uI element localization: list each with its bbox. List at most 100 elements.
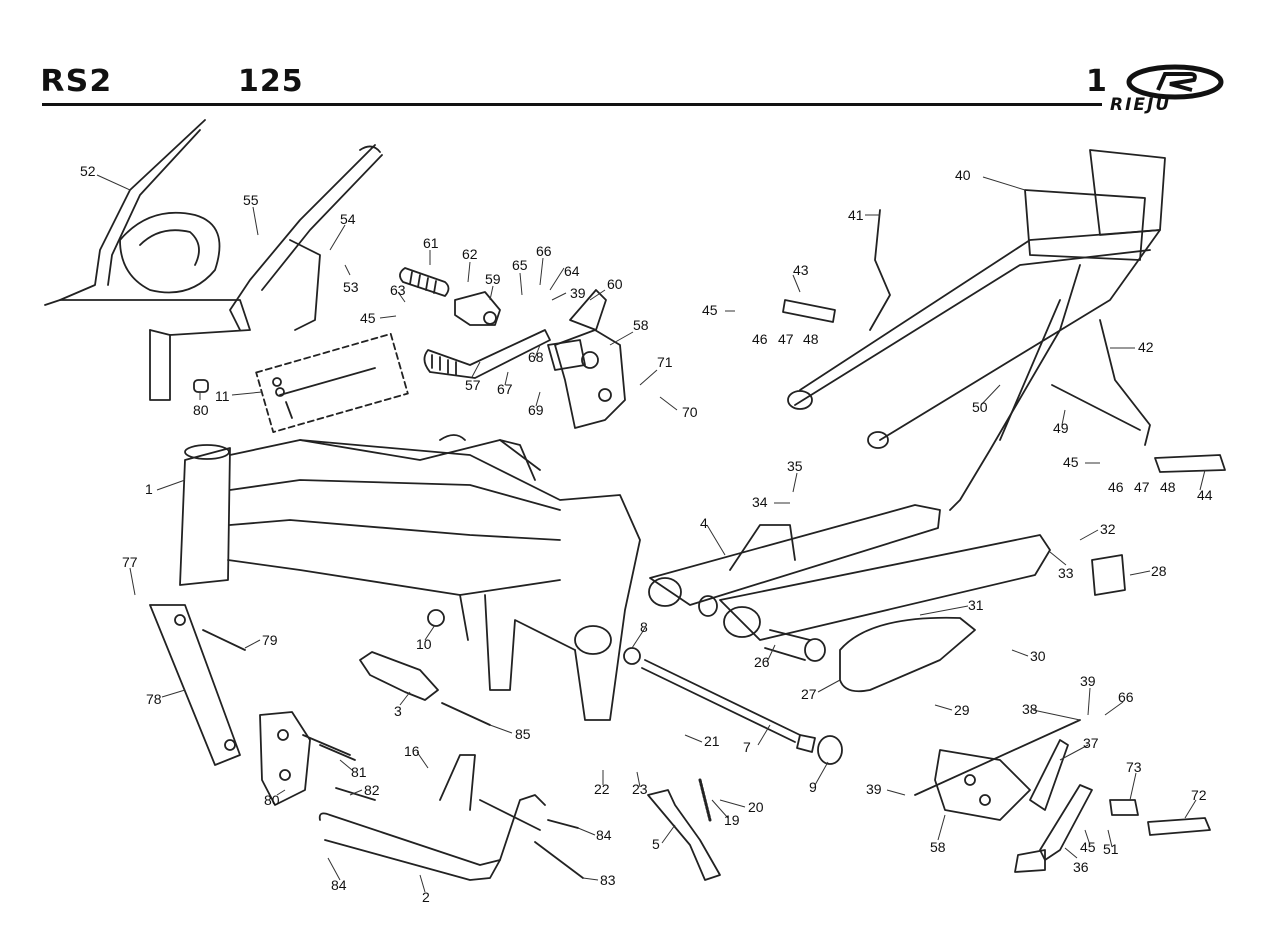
callout: 49	[1053, 420, 1069, 436]
callout: 52	[80, 163, 96, 179]
callout: 68	[528, 349, 544, 365]
part-11-cable-guide	[255, 333, 409, 433]
callout: 38	[1022, 701, 1038, 717]
part-4-swingarm	[648, 504, 1051, 641]
callout: 34	[752, 494, 768, 510]
part-85-bolt	[441, 702, 491, 726]
part-9-cap	[817, 735, 843, 765]
part-83-bolt	[534, 841, 584, 879]
callout: 59	[485, 271, 501, 287]
part-84-bolt	[547, 819, 579, 829]
callout: 84	[331, 877, 347, 893]
part-2-main-stand	[318, 754, 546, 881]
callout: 5	[652, 836, 660, 852]
part-1-main-frame	[179, 434, 641, 721]
callout: 29	[954, 702, 970, 718]
part-26-bushings	[698, 595, 826, 662]
callout: 40	[955, 167, 971, 183]
part-61-footrest-rubber	[399, 267, 450, 297]
callout: 39	[1080, 673, 1096, 689]
callout: 4	[700, 515, 708, 531]
page-header: RS2 125 1 RIEJU	[0, 0, 1280, 120]
callout: 63	[390, 282, 406, 298]
part-68-brake-cylinder	[547, 339, 586, 371]
part-27-chain-guard	[839, 616, 976, 693]
callout: 21	[704, 733, 720, 749]
callout: 32	[1100, 521, 1116, 537]
part-10-bushing	[427, 609, 445, 627]
part-37-heel-guard	[1029, 739, 1069, 811]
callout-labels: 52 55 54 53 80 11 61 62 59 65 66 64 39 6…	[80, 163, 1213, 905]
callout: 42	[1138, 339, 1154, 355]
callout: 37	[1083, 735, 1099, 751]
callout: 69	[528, 402, 544, 418]
callout: 31	[968, 597, 984, 613]
callout: 46	[752, 331, 768, 347]
callout: 9	[809, 779, 817, 795]
part-43-footrest	[782, 299, 836, 323]
callout: 20	[748, 799, 764, 815]
callout: 48	[1160, 479, 1176, 495]
part-20-spring	[698, 778, 712, 822]
callout: 67	[497, 381, 513, 397]
callout: 43	[793, 262, 809, 278]
callout: 57	[465, 377, 481, 393]
callout: 28	[1151, 563, 1167, 579]
callout: 36	[1073, 859, 1089, 875]
part-38-rod	[914, 719, 1081, 796]
callout: 85	[515, 726, 531, 742]
callout: 71	[657, 354, 673, 370]
callout: 64	[564, 263, 580, 279]
callout: 58	[633, 317, 649, 333]
model-name: RS2	[40, 64, 113, 99]
callout: 19	[724, 812, 740, 828]
part-79-bolt	[202, 629, 246, 651]
part-59-footrest-bracket	[454, 291, 501, 326]
part-82-bolt	[335, 787, 376, 801]
callout: 55	[243, 192, 259, 208]
callout: 46	[1108, 479, 1124, 495]
callout: 80	[193, 402, 209, 418]
callout: 45	[1080, 839, 1096, 855]
callout: 35	[787, 458, 803, 474]
part-81-bolts	[302, 734, 356, 761]
callout: 27	[801, 686, 817, 702]
leader-lines	[96, 174, 1206, 893]
callout: 60	[607, 276, 623, 292]
callout: 83	[600, 872, 616, 888]
callout: 70	[682, 404, 698, 420]
callout: 30	[1030, 648, 1046, 664]
callout: 53	[343, 279, 359, 295]
part-36-gear-lever	[1014, 784, 1093, 873]
callout: 62	[462, 246, 478, 262]
callout: 48	[803, 331, 819, 347]
part-80-plate	[259, 711, 311, 806]
callout: 7	[743, 739, 751, 755]
part-52-front-subframe	[44, 119, 383, 401]
part-5-side-stand	[647, 789, 721, 881]
callout: 39	[866, 781, 882, 797]
callout: 79	[262, 632, 278, 648]
callout: 77	[122, 554, 138, 570]
callout: 8	[640, 619, 648, 635]
callout: 2	[422, 889, 430, 905]
callout: 1	[145, 481, 153, 497]
callout: 26	[754, 654, 770, 670]
brand-logo	[1126, 64, 1224, 100]
part-80-rubber-grommet	[193, 379, 209, 393]
callout: 58	[930, 839, 946, 855]
part-28-chain-slider-block	[1091, 554, 1126, 596]
page-number: 1	[1086, 64, 1108, 99]
callout: 78	[146, 691, 162, 707]
part-58-footrest-plate	[554, 329, 626, 429]
callout: 66	[536, 243, 552, 259]
part-41-bracket	[869, 209, 891, 331]
callout: 61	[423, 235, 439, 251]
callout: 16	[404, 743, 420, 759]
callout: 33	[1058, 565, 1074, 581]
callout: 45	[360, 310, 376, 326]
callout: 47	[778, 331, 794, 347]
brand-name: RIEJU	[1110, 95, 1172, 115]
callout: 3	[394, 703, 402, 719]
